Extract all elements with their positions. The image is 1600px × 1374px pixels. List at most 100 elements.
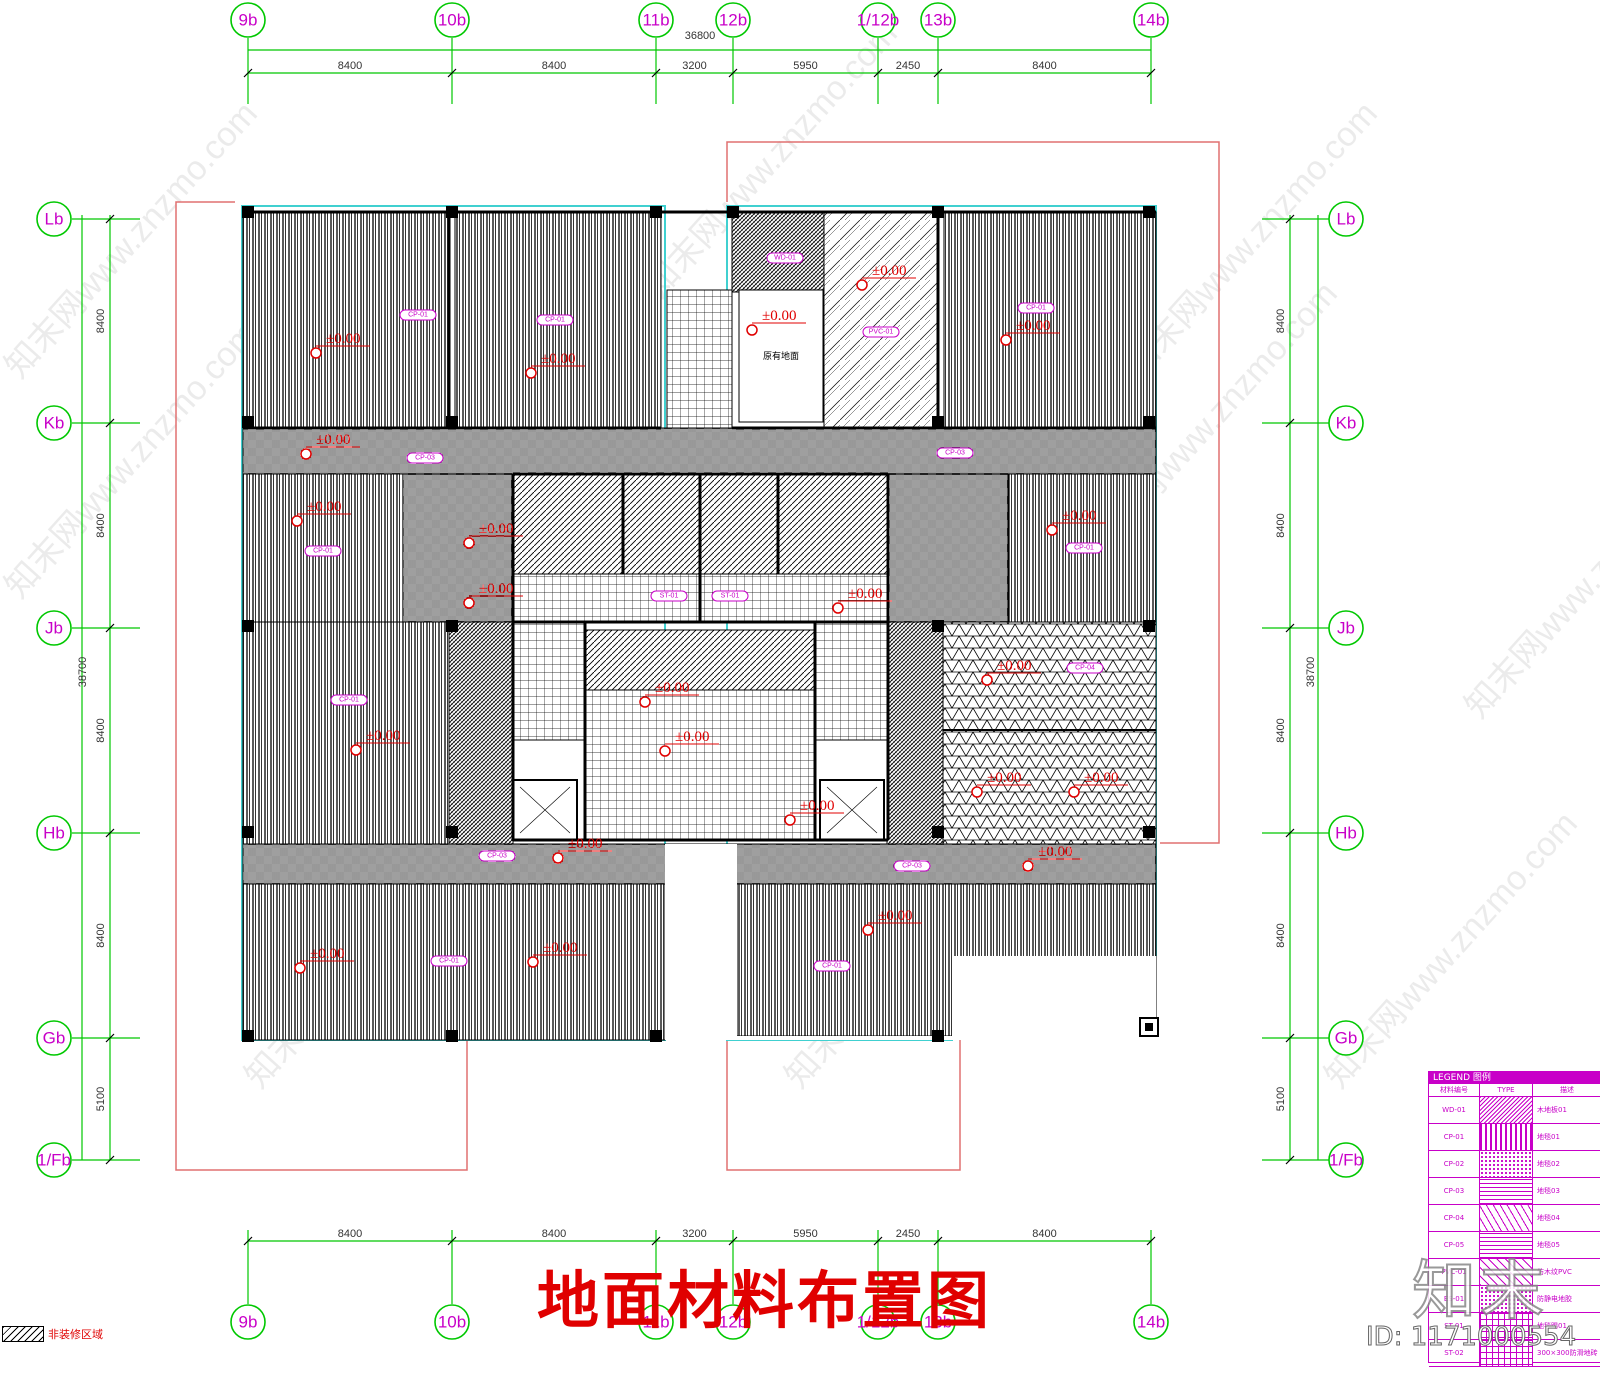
material-tag-label: ST-01 bbox=[721, 593, 740, 600]
row-spacing: 8400 bbox=[1275, 923, 1287, 947]
axis-label: Hb bbox=[1335, 824, 1357, 843]
elevation-label: ±0.00 bbox=[675, 729, 709, 745]
elevation-marker: ±0.00 bbox=[1046, 508, 1106, 536]
legend-row: CP-01 地毯01 bbox=[1429, 1124, 1600, 1151]
shaft-zone bbox=[731, 211, 825, 293]
legend-swatch bbox=[1480, 1232, 1533, 1258]
shaft-zone bbox=[448, 621, 514, 845]
axis-label: Gb bbox=[1335, 1029, 1358, 1048]
elevation-marker: ±0.00 bbox=[310, 331, 370, 359]
material-tag-label: CP-01 bbox=[339, 697, 359, 704]
axis-label: Lb bbox=[45, 210, 64, 229]
axis-label: 1/12b bbox=[857, 1313, 900, 1332]
axis-bubble-right: Gb bbox=[1328, 1020, 1364, 1056]
column-spacing: 8400 bbox=[1032, 60, 1056, 72]
total-height-dimension: 38700 bbox=[1305, 657, 1317, 688]
service-room bbox=[777, 473, 889, 575]
material-tag-label: CP-03 bbox=[415, 455, 435, 462]
legend-swatch bbox=[1480, 1340, 1533, 1366]
elevation-label: ±0.00 bbox=[316, 432, 350, 448]
elevation-label: ±0.00 bbox=[800, 798, 834, 814]
axis-bubble-left: Jb bbox=[36, 610, 72, 646]
material-tag-label: CP-01 bbox=[545, 317, 565, 324]
axis-bubble-right: 1/Fb bbox=[1328, 1142, 1364, 1178]
axis-label: 11b bbox=[642, 1313, 669, 1332]
material-tag: CP-04 bbox=[1066, 662, 1104, 674]
material-tag-label: CP-01 bbox=[439, 958, 459, 965]
axis-label: 11b bbox=[642, 11, 669, 30]
elevation-label: ±0.00 bbox=[543, 940, 577, 956]
elevation-label: ±0.00 bbox=[366, 728, 400, 744]
lift-lobby bbox=[584, 689, 816, 841]
office-zone bbox=[242, 621, 450, 845]
axis-label: 14b bbox=[1137, 11, 1165, 30]
axis-label: 12b bbox=[719, 1313, 747, 1332]
watermark-id: ID: 1171000554 bbox=[1365, 1322, 1577, 1353]
axis-label: 10b bbox=[438, 11, 466, 30]
column-spacing: 8400 bbox=[338, 60, 362, 72]
elevation-marker: ±0.00 bbox=[552, 836, 612, 864]
column-spacing: 3200 bbox=[682, 1228, 706, 1240]
legend-swatch bbox=[1480, 1178, 1533, 1204]
material-tag-label: ST-01 bbox=[660, 593, 679, 600]
column-spacing: 2450 bbox=[896, 1228, 920, 1240]
axis-label: Hb bbox=[43, 824, 65, 843]
material-tag: CP-01 bbox=[399, 309, 437, 321]
column-spacing: 8400 bbox=[1032, 1228, 1056, 1240]
legend-swatch bbox=[1480, 1205, 1533, 1231]
elevation-marker: ±0.00 bbox=[659, 729, 719, 757]
elevation-marker: ±0.00 bbox=[862, 908, 922, 936]
axis-bubble-bottom: 10b bbox=[434, 1304, 470, 1340]
material-tag-label: CP-03 bbox=[945, 450, 965, 457]
axis-label: 1/Fb bbox=[37, 1151, 71, 1170]
legend-code: CP-01 bbox=[1429, 1124, 1480, 1150]
column-spacing: 3200 bbox=[682, 60, 706, 72]
hatch-swatch bbox=[2, 1326, 44, 1342]
material-tag-label: WD-01 bbox=[774, 255, 796, 262]
elevation-label: ±0.00 bbox=[1062, 508, 1096, 524]
elevation-label: ±0.00 bbox=[541, 351, 575, 367]
office-zone bbox=[943, 211, 1157, 429]
lift-shafts bbox=[512, 779, 885, 841]
legend-desc: 300×300防滑地砖 bbox=[1537, 1349, 1598, 1357]
stair-zone bbox=[814, 621, 888, 741]
axis-label: 1/12b bbox=[857, 11, 900, 30]
elevation-label: ±0.00 bbox=[655, 680, 689, 696]
column-spacing: 8400 bbox=[542, 60, 566, 72]
legend-desc: 地毯01 bbox=[1537, 1133, 1560, 1141]
material-tag: CP-01 bbox=[813, 960, 851, 972]
legend-swatch bbox=[1480, 1097, 1533, 1123]
axis-bubble-top: 12b bbox=[715, 2, 751, 38]
axis-bubble-right: Jb bbox=[1328, 610, 1364, 646]
elevation-label: ±0.00 bbox=[1016, 318, 1050, 334]
column-spacing: 5950 bbox=[793, 60, 817, 72]
material-tag: CP-01 bbox=[330, 694, 368, 706]
structural-columns bbox=[242, 206, 1159, 1042]
stair-zone bbox=[512, 621, 586, 741]
axis-bubble-right: Kb bbox=[1328, 405, 1364, 441]
row-spacing: 8400 bbox=[1275, 513, 1287, 537]
elevation-marker: ±0.00 bbox=[463, 581, 523, 609]
axis-bubble-left: Gb bbox=[36, 1020, 72, 1056]
non-renovation-legend: 非装修区域 bbox=[2, 1326, 103, 1342]
legend-col-code: 材料编号 bbox=[1429, 1084, 1480, 1096]
axis-bubble-bottom: 14b bbox=[1133, 1304, 1169, 1340]
elevation-label: ±0.00 bbox=[568, 836, 602, 852]
legend-code: CP-02 bbox=[1429, 1151, 1480, 1177]
legend-code: WD-01 bbox=[1429, 1097, 1480, 1123]
axis-label: 9b bbox=[239, 1313, 258, 1332]
legend-desc: 地毯03 bbox=[1537, 1187, 1560, 1195]
axis-bubble-left: 1/Fb bbox=[36, 1142, 72, 1178]
elevation-label: ±0.00 bbox=[326, 331, 360, 347]
legend-swatch bbox=[1480, 1259, 1533, 1285]
total-width-dimension: 36800 bbox=[685, 30, 716, 42]
material-tag-label: CP-03 bbox=[902, 863, 922, 870]
axis-label: 13b bbox=[924, 11, 952, 30]
axis-bubble-left: Hb bbox=[36, 815, 72, 851]
